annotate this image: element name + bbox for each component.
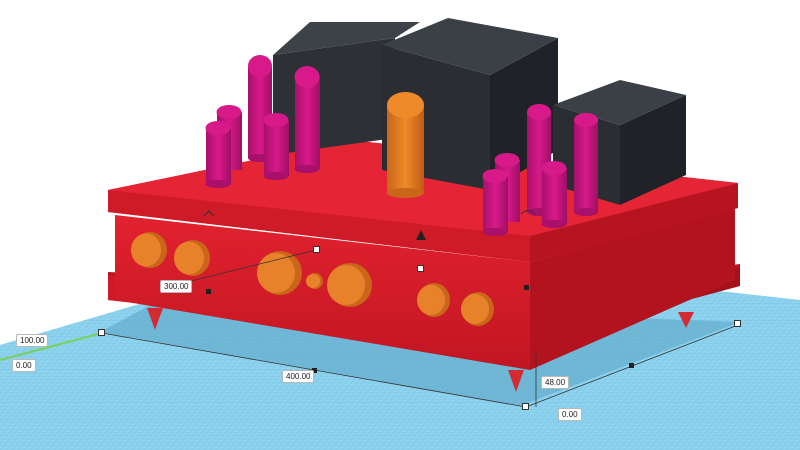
midpoint-handle[interactable] [312,368,317,373]
midpoint-handle[interactable] [206,289,211,294]
tube [263,113,289,180]
height-dimension-label[interactable]: 48.00 [541,376,570,389]
resize-handle[interactable] [734,320,741,327]
resize-handle[interactable] [417,265,424,272]
feet [147,308,694,392]
midpoint-handle[interactable] [524,285,529,290]
elevation-dimension-label[interactable]: 0.00 [558,408,582,421]
tube [574,113,598,216]
knob [417,283,450,317]
depth-dimension-label[interactable]: 300.00 [160,280,193,293]
midpoint-handle[interactable] [629,363,634,368]
ruler-origin-label[interactable]: 0.00 [12,359,36,372]
tube [541,161,567,228]
front-knobs[interactable] [131,232,494,326]
resize-handle[interactable] [98,329,105,336]
knob [327,263,372,307]
curved-arrow-icon[interactable] [520,210,536,215]
vacuum-tubes[interactable] [205,55,599,236]
width-dimension-label[interactable]: 400.00 [282,370,315,383]
cone-arrow-icon[interactable] [416,230,426,240]
tube [482,169,508,236]
ruler-length-label[interactable]: 100.00 [16,334,49,347]
resize-handle[interactable] [522,403,529,410]
knob [174,240,210,276]
orange-rectifier-tube[interactable] [387,92,424,198]
tube [205,121,231,188]
curved-arrow-icon[interactable] [203,210,215,217]
knob [131,232,167,268]
knob [306,273,323,289]
resize-handle[interactable] [313,246,320,253]
knob [461,292,494,326]
tube [294,66,320,173]
